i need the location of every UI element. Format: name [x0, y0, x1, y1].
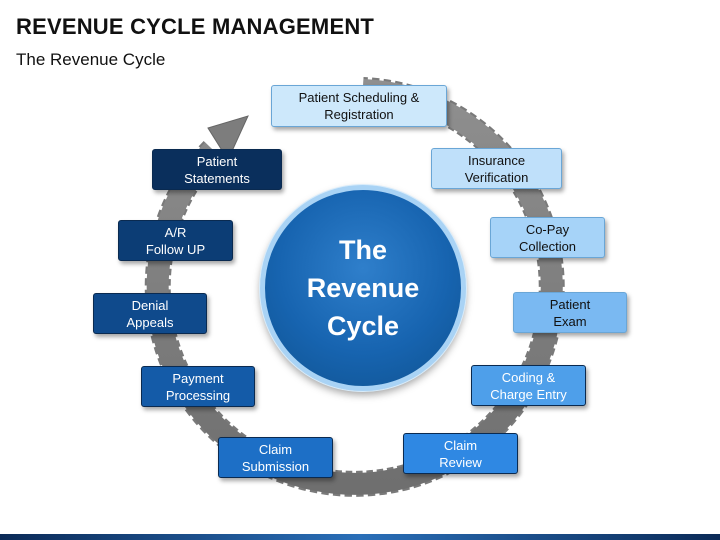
step-label: Claim Submission [241, 441, 310, 474]
step-patient-exam: Patient Exam [513, 292, 627, 333]
step-denial-appeals: Denial Appeals [93, 293, 207, 334]
page-title: REVENUE CYCLE MANAGEMENT [16, 14, 375, 39]
step-label: Payment Processing [165, 370, 231, 403]
step-patient-scheduling: Patient Scheduling & Registration [271, 85, 447, 127]
footer-strip [0, 534, 720, 540]
step-copay-collection: Co-Pay Collection [490, 217, 605, 258]
center-circle: The Revenue Cycle [260, 185, 466, 391]
step-coding-charge-entry: Coding & Charge Entry [471, 365, 586, 406]
step-label: Denial Appeals [126, 297, 174, 330]
step-ar-follow-up: A/R Follow UP [118, 220, 233, 261]
step-label: Coding & Charge Entry [490, 369, 567, 402]
cycle-arrowhead [207, 115, 249, 162]
step-label: Patient Statements [184, 153, 250, 186]
step-insurance-verification: Insurance Verification [431, 148, 562, 189]
center-label: The Revenue Cycle [306, 235, 420, 341]
step-label: Patient Scheduling & Registration [298, 90, 420, 122]
step-claim-review: Claim Review [403, 433, 518, 474]
step-label: Co-Pay Collection [518, 221, 577, 254]
step-patient-statements: Patient Statements [152, 149, 282, 190]
step-claim-submission: Claim Submission [218, 437, 333, 478]
step-label: Claim Review [439, 437, 482, 470]
step-label: Patient Exam [549, 296, 591, 329]
page-subtitle: The Revenue Cycle [16, 50, 166, 69]
step-payment-processing: Payment Processing [141, 366, 255, 407]
step-label: Insurance Verification [464, 152, 529, 185]
step-label: A/R Follow UP [145, 224, 206, 257]
